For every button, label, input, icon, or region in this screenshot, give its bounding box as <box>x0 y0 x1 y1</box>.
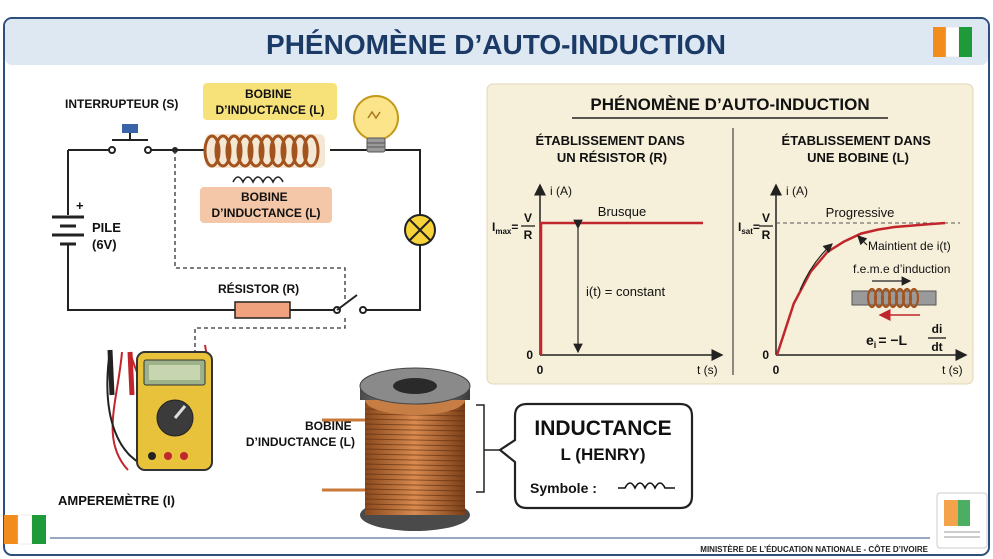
resistor-icon <box>234 301 291 319</box>
resistor-label: RÉSISTOR (R) <box>218 281 299 296</box>
callout-title: INDUCTANCE <box>534 417 671 440</box>
switch-label: INTERRUPTEUR (S) <box>65 97 178 111</box>
coil-loop <box>291 134 309 168</box>
right-y-label: i (A) <box>786 184 808 198</box>
title-bar <box>5 19 988 65</box>
coil-winding <box>364 443 466 447</box>
page-title: PHÉNOMÈNE D’AUTO-INDUCTION <box>266 29 726 60</box>
coil-winding <box>364 418 466 422</box>
dashed-link-1 <box>174 150 346 302</box>
left-level-label: Imax= <box>492 220 518 236</box>
formula-den: dt <box>931 340 942 354</box>
mini-coil-loop <box>908 287 920 309</box>
flag-bottom-icon <box>4 514 46 545</box>
coil-3d-icon <box>322 367 471 531</box>
right-emf-annotation: f.e.m.e d’induction <box>853 262 950 276</box>
battery-icon <box>52 215 84 246</box>
inductor-symbol-icon <box>618 482 675 490</box>
right-hold-arrow <box>857 235 868 246</box>
right-x-label: t (s) <box>942 363 963 377</box>
lamp-icon <box>404 214 436 246</box>
coil-winding <box>364 473 466 477</box>
chart-left: i (A) t (s) 0 0 Brusque i(t) = constant <box>526 183 724 377</box>
coil-winding <box>364 448 466 452</box>
left-x-label: t (s) <box>697 363 718 377</box>
left-annotation-brusque: Brusque <box>598 204 646 219</box>
right-hold-annotation: Maintient de i(t) <box>868 239 951 253</box>
coil-winding <box>364 493 466 497</box>
coil-winding <box>364 503 466 507</box>
coil-winding <box>364 458 466 462</box>
coil-loop <box>225 134 243 168</box>
battery-plus: + <box>76 198 84 213</box>
coil-loop <box>203 134 221 168</box>
multimeter-icon <box>106 344 213 471</box>
callout-symbol-label: Symbole : <box>530 480 597 496</box>
left-fraction-den: R <box>524 228 533 242</box>
callout-subtitle: L (HENRY) <box>561 445 646 464</box>
coil-loop <box>280 134 298 168</box>
coil-top <box>203 134 325 168</box>
right-series-line <box>775 221 946 356</box>
bulb-icon <box>353 95 399 153</box>
left-y-tick-0: 0 <box>526 348 533 362</box>
ministry-logo <box>936 492 988 549</box>
coil-winding <box>364 438 466 442</box>
left-x-tick-0: 0 <box>537 363 544 377</box>
mini-coil-icon <box>851 287 937 309</box>
dashed-link-2 <box>194 318 346 352</box>
coil-small-symbol <box>232 176 284 184</box>
coil-bracket <box>476 404 500 493</box>
left-graph-title: ÉTABLISSEMENT DANS UN RÉSISTOR (R) <box>536 133 689 165</box>
coil-loop <box>302 134 320 168</box>
ammeter-label: AMPEREMÈTRE (I) <box>58 493 175 508</box>
coil-winding <box>364 488 466 492</box>
left-series-line <box>539 221 703 355</box>
left-annotation-constant: i(t) = constant <box>586 284 666 299</box>
coil-winding <box>364 428 466 432</box>
battery-label: PILE (6V) <box>92 220 125 252</box>
right-level-label: Isat= <box>738 220 760 236</box>
right-fraction-den: R <box>762 228 771 242</box>
coil-top-label: BOBINE D’INDUCTANCE (L) <box>215 87 324 117</box>
inductance-callout <box>498 402 694 510</box>
coil-winding <box>364 468 466 472</box>
emf-formula: ei= −L <box>866 332 908 350</box>
coil-loop <box>258 134 276 168</box>
coil-winding <box>364 508 466 512</box>
panel-title: PHÉNOMÈNE D’AUTO-INDUCTION <box>590 95 869 114</box>
coil-winding <box>364 453 466 457</box>
coil-bottom-label: BOBINE D’INDUCTANCE (L) <box>211 190 320 220</box>
coil-loop <box>236 134 254 168</box>
coil3d-label: BOBINE D’INDUCTANCE (L) <box>246 419 355 449</box>
right-annotation-progressive: Progressive <box>826 205 895 220</box>
coil-winding <box>364 463 466 467</box>
coil-loop <box>247 134 265 168</box>
formula-num: di <box>932 322 943 336</box>
left-y-label: i (A) <box>550 184 572 198</box>
coil-loop <box>269 134 287 168</box>
flag-icon <box>933 26 972 58</box>
right-graph-title: ÉTABLISSEMENT DANS UNE BOBINE (L) <box>782 133 935 165</box>
coil-bottom-label-bg <box>200 187 332 223</box>
graphs-panel <box>486 83 974 385</box>
coil-winding <box>364 483 466 487</box>
coil-winding <box>364 478 466 482</box>
coil-winding <box>364 433 466 437</box>
coil-top-label-bg <box>203 83 337 120</box>
coil-winding <box>364 498 466 502</box>
footer-text: MINISTÈRE DE L’ÉDUCATION NATIONALE - CÔT… <box>700 545 928 554</box>
right-fraction-num: V <box>762 211 770 225</box>
chart-right: i (A) t (s) 0 0 Progressive Maintient de… <box>762 183 968 377</box>
coil-loop <box>214 134 232 168</box>
right-x-tick-0: 0 <box>773 363 780 377</box>
right-y-tick-0: 0 <box>762 348 769 362</box>
coil-winding <box>364 423 466 427</box>
left-fraction-num: V <box>524 211 532 225</box>
right-rise-arrow <box>799 243 833 291</box>
switch-2 <box>333 294 367 314</box>
